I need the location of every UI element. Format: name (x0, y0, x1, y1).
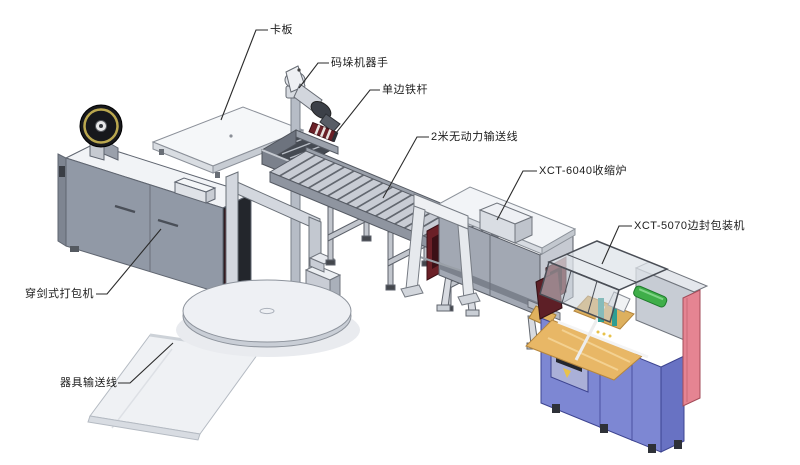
door-handle (114, 204, 136, 214)
side-sealing-machine (525, 240, 709, 453)
label-text-pallet: 卡板 (270, 22, 293, 36)
label-equipment-conveyor: 器具输送线 (60, 342, 174, 389)
leader-line (601, 225, 632, 265)
label-text-side-sealer: XCT-5070边封包装机 (634, 218, 745, 232)
label-side-sealer: XCT-5070边封包装机 (601, 218, 745, 265)
film-roller (633, 285, 668, 308)
leader-line (496, 170, 537, 221)
strap-film-reel (79, 104, 123, 161)
annotations: 卡板 码垛机器手 单边铁杆 2米无动力输送线 XCT-6040收缩炉 XCT-5… (25, 22, 745, 389)
side-guard-bar (308, 121, 339, 143)
label-text-strapping-machine: 穿剑式打包机 (25, 286, 94, 300)
turntable (176, 279, 360, 357)
vent-panel (59, 166, 65, 177)
leader-line (382, 136, 429, 199)
transparent-hood (539, 240, 669, 324)
label-palletizing-robot: 码垛机器手 (298, 55, 389, 89)
leader-line (298, 62, 329, 89)
leader-line (335, 89, 380, 134)
warning-sticker (563, 368, 571, 378)
leader-line (96, 228, 162, 295)
label-shrink-oven: XCT-6040收缩炉 (496, 163, 627, 221)
label-text-equipment-conveyor: 器具输送线 (60, 375, 118, 389)
sealing-bar (612, 306, 617, 326)
pink-side-panel (682, 289, 701, 407)
label-text-robot: 码垛机器手 (331, 55, 389, 69)
sealer-base-side (660, 355, 685, 453)
label-pallet: 卡板 (220, 22, 293, 121)
tunnel-entry-frame (400, 193, 481, 306)
label-gravity-conveyor: 2米无动力输送线 (382, 129, 518, 199)
label-side-guard-bar: 单边铁杆 (335, 82, 428, 134)
label-text-shrink-oven: XCT-6040收缩炉 (539, 163, 627, 177)
door-handle (157, 218, 179, 228)
turntable-disc (182, 279, 352, 343)
leader-line (118, 342, 174, 384)
label-strapping-machine: 穿剑式打包机 (25, 228, 162, 300)
label-text-guard-bar: 单边铁杆 (382, 82, 428, 96)
leader-line (220, 29, 268, 121)
label-text-conveyor: 2米无动力输送线 (431, 129, 518, 143)
